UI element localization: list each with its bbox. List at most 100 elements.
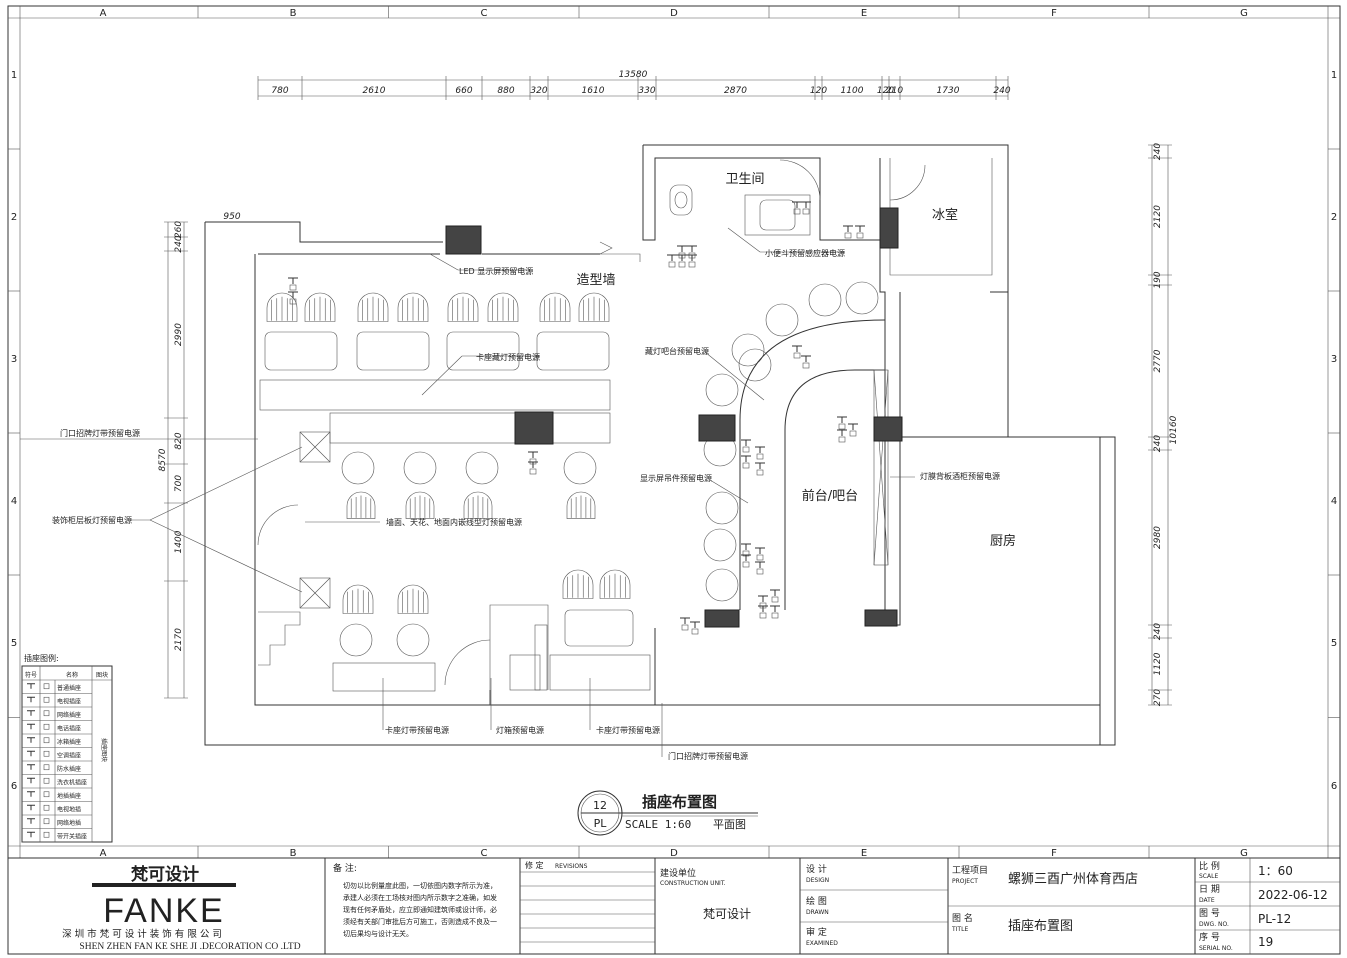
legend-symbol-icon bbox=[27, 804, 35, 811]
serial-en: SERIAL NO. bbox=[1199, 945, 1233, 952]
socket-icon bbox=[837, 429, 847, 443]
legend-block-icon bbox=[43, 777, 50, 784]
legend-symbol-icon bbox=[27, 764, 35, 770]
note-decor-cabinet: 装饰柜层板灯预留电源 bbox=[52, 515, 132, 525]
note-screen-hang: 显示屏吊件预留电源 bbox=[640, 473, 712, 483]
socket-icon bbox=[667, 254, 677, 268]
note-wall-light: 墙面、天花、地面内嵌线型灯预留电源 bbox=[386, 517, 522, 527]
socket-icon bbox=[755, 561, 765, 575]
round-stool bbox=[339, 623, 373, 657]
legend-block-icon bbox=[43, 804, 50, 811]
round-stool bbox=[563, 451, 597, 485]
dwg-value: PL-12 bbox=[1258, 912, 1291, 926]
dim-top: 2870 bbox=[724, 86, 747, 96]
project-value: 螺狮三酉广州体育西店 bbox=[1008, 871, 1138, 887]
furniture bbox=[257, 159, 926, 692]
socket-icon bbox=[741, 543, 751, 557]
legend-block-icon bbox=[43, 791, 50, 798]
dim-left-top-width: 950 bbox=[223, 212, 240, 222]
legend-header-symbol: 符号 bbox=[25, 671, 37, 679]
dim-top: 330 bbox=[638, 86, 655, 96]
socket-icon bbox=[855, 225, 865, 239]
legend-side-label: 插座图块 bbox=[100, 738, 108, 762]
socket-icon bbox=[792, 201, 802, 215]
round-stool bbox=[703, 528, 737, 562]
socket-icon bbox=[755, 547, 765, 561]
title-value: 插座布置图 bbox=[1008, 919, 1073, 934]
legend-block-icon bbox=[43, 683, 50, 690]
legend-symbol-icon bbox=[27, 710, 35, 716]
chair bbox=[346, 491, 376, 519]
socket-icon bbox=[801, 355, 811, 369]
dim-right: 240 bbox=[1153, 623, 1163, 640]
dim-top: 780 bbox=[271, 86, 288, 96]
legend-symbol-icon bbox=[27, 683, 35, 689]
socket-icon bbox=[288, 277, 298, 291]
chair bbox=[447, 292, 479, 322]
dim-total-left: 8570 bbox=[158, 448, 168, 471]
chair bbox=[463, 491, 493, 519]
drawing-kind: 平面图 bbox=[713, 818, 746, 831]
chair bbox=[357, 292, 389, 322]
company-cn: 梵可设计 bbox=[131, 864, 199, 885]
socket-icon bbox=[843, 225, 853, 239]
note-booth-strip-2: 卡座灯带预留电源 bbox=[596, 725, 660, 735]
dim-right: 2770 bbox=[1153, 349, 1163, 372]
construction-label: 建设单位 bbox=[660, 867, 696, 879]
grid-row-right: 1 bbox=[1331, 70, 1337, 81]
legend-item: 地插插座 bbox=[57, 792, 81, 800]
grid-row-right: 6 bbox=[1331, 781, 1337, 792]
grid-row-left: 2 bbox=[11, 212, 17, 223]
date-label: 日 期 bbox=[1199, 884, 1220, 895]
socket-icon bbox=[770, 605, 780, 619]
project-en: PROJECT bbox=[952, 878, 978, 885]
grid-row-right: 2 bbox=[1331, 212, 1337, 223]
legend-symbol-icon bbox=[27, 818, 35, 824]
note-lightbox: 灯膜背板酒柜预留电源 bbox=[920, 471, 1000, 481]
remarks-line: 切勿以比例量度此图，一切依图内数字所示为准， bbox=[343, 881, 497, 890]
socket-icon bbox=[758, 605, 768, 619]
socket-legend: 插座图例: 符号 名称 图块 普通插座电视插座网络插座电话插座冰箱插座空调插座防… bbox=[21, 653, 113, 843]
drawing-number: 12 bbox=[593, 799, 607, 812]
socket-icon bbox=[801, 201, 811, 215]
dim-top: 660 bbox=[455, 86, 472, 96]
legend-symbol-icon bbox=[27, 777, 35, 784]
grid-row-left: 5 bbox=[11, 638, 17, 649]
dim-left: 820 bbox=[174, 432, 184, 449]
room-kitchen: 厨房 bbox=[990, 533, 1016, 549]
grid-row-right: 3 bbox=[1331, 354, 1337, 365]
grid-col-top: D bbox=[670, 8, 678, 19]
legend-symbol-icon bbox=[27, 791, 35, 797]
legend-item: 网络地插 bbox=[57, 819, 81, 827]
round-stool bbox=[808, 283, 842, 317]
chair bbox=[578, 292, 610, 322]
scale-label: 比 例 bbox=[1199, 860, 1220, 872]
round-stool bbox=[845, 281, 879, 315]
legend-item: 洗衣机插座 bbox=[57, 778, 87, 786]
grid-row-left: 3 bbox=[11, 354, 17, 365]
dim-top: 120 bbox=[877, 86, 894, 96]
examined-en: EXAMINED bbox=[806, 940, 838, 947]
legend-block-icon bbox=[43, 764, 50, 771]
socket-icon bbox=[755, 462, 765, 476]
legend-block-icon bbox=[43, 696, 50, 703]
socket-icon bbox=[770, 589, 780, 603]
dim-top: 1100 bbox=[841, 86, 864, 96]
round-stool bbox=[765, 303, 799, 337]
dim-top: 1610 bbox=[582, 86, 605, 96]
grid-col-top: F bbox=[1051, 8, 1057, 19]
round-stool bbox=[705, 491, 739, 525]
dim-right: 1120 bbox=[1153, 652, 1163, 675]
round-stool bbox=[705, 568, 739, 602]
dim-right: 190 bbox=[1153, 271, 1163, 288]
socket-icon bbox=[687, 254, 697, 268]
dim-top: 1730 bbox=[937, 86, 960, 96]
socket-icon bbox=[677, 254, 687, 268]
legend-item: 电视地插 bbox=[57, 805, 81, 813]
legend-block-icon bbox=[43, 723, 50, 730]
grid-col-bottom: E bbox=[861, 848, 867, 859]
